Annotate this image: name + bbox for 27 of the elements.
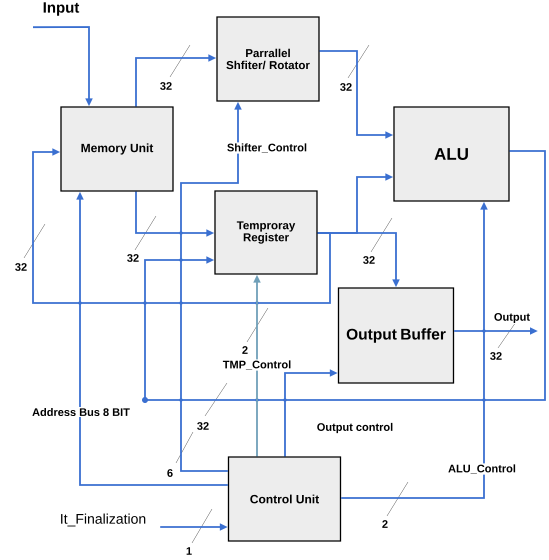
edge-label: Output (492, 312, 531, 324)
block-box: Parrallel Shfiter/ Rotator (216, 16, 320, 102)
bus-width: 2 (382, 520, 388, 528)
arrow (32, 148, 331, 304)
block-box: Temproray Register (214, 190, 318, 275)
bus-width: 32 (127, 254, 139, 262)
bus-width: 6 (167, 469, 173, 477)
block-box: ALU (393, 106, 510, 202)
arrow (144, 150, 546, 401)
bus-width: 1 (186, 547, 192, 555)
bus-width: 32 (363, 256, 375, 264)
edge-label: Shifter_Control (226, 142, 308, 154)
bus-width: 32 (160, 82, 172, 90)
bus-width: 32 (197, 422, 209, 430)
signal-name: It_Finalization (61, 514, 146, 526)
edge-label: TMP_Control (222, 359, 292, 371)
block-box: Memory Unit (60, 106, 174, 192)
edge-label: Address Bus 8 BIT (31, 406, 131, 418)
bus-width: 32 (15, 263, 27, 271)
bus-width: 32 (490, 352, 502, 360)
bus-width: 2 (242, 346, 248, 354)
signal-name: Input (44, 2, 80, 16)
bus-width: 32 (340, 83, 352, 91)
block-box: Control Unit (228, 456, 342, 542)
edge-label: Output control (316, 422, 394, 434)
block-box: Output Buffer (338, 287, 454, 384)
edge-label: ALU_Control (447, 463, 517, 475)
